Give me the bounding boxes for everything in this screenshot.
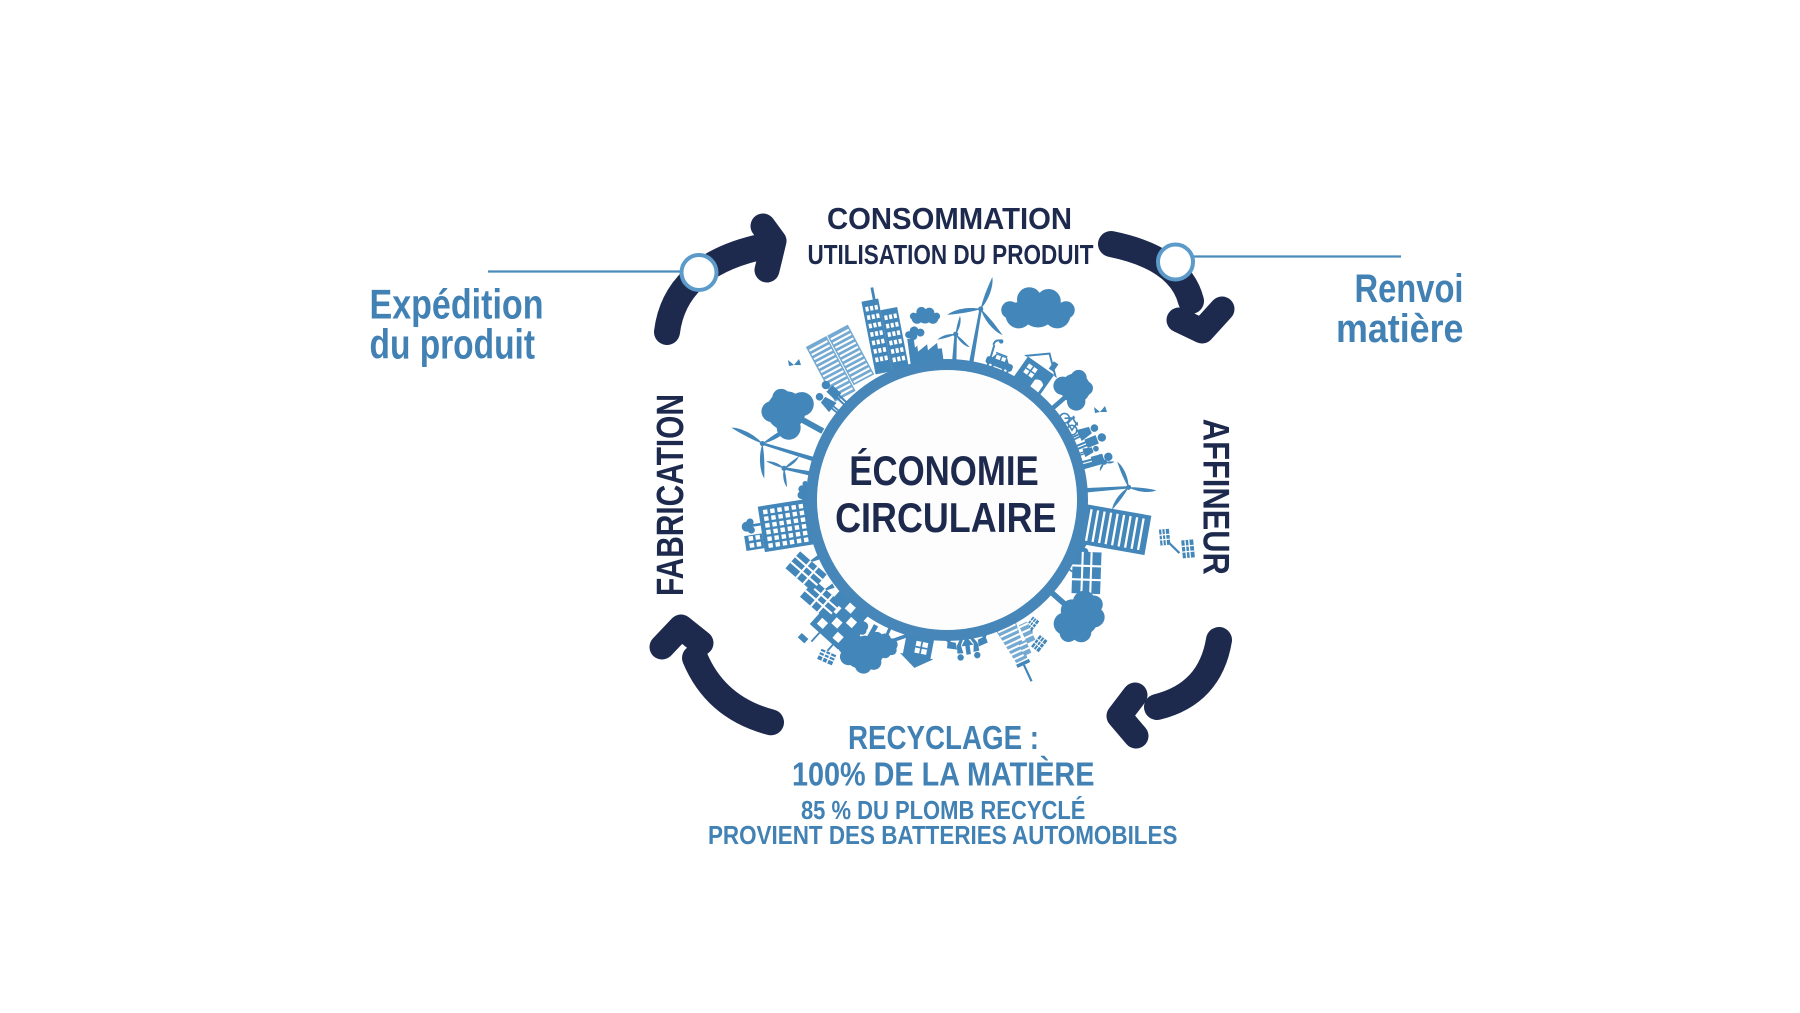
svg-text:du produit: du produit: [370, 321, 536, 368]
svg-text:RECYCLAGE :: RECYCLAGE :: [848, 719, 1039, 756]
svg-text:Renvoi: Renvoi: [1355, 267, 1464, 311]
svg-text:UTILISATION DU PRODUIT: UTILISATION DU PRODUIT: [808, 239, 1094, 270]
svg-text:Expédition: Expédition: [370, 281, 544, 328]
svg-text:CONSOMMATION: CONSOMMATION: [827, 202, 1072, 236]
svg-text:AFFINEUR: AFFINEUR: [1196, 419, 1237, 575]
svg-text:85 % DU PLOMB RECYCLÉ: 85 % DU PLOMB RECYCLÉ: [801, 795, 1086, 825]
svg-text:100% DE LA MATIÈRE: 100% DE LA MATIÈRE: [792, 756, 1095, 793]
svg-text:PROVIENT DES BATTERIES AUTOMOB: PROVIENT DES BATTERIES AUTOMOBILES: [708, 820, 1178, 850]
svg-text:matière: matière: [1336, 307, 1464, 351]
svg-text:FABRICATION: FABRICATION: [650, 394, 692, 596]
svg-text:CIRCULAIRE: CIRCULAIRE: [835, 495, 1056, 541]
svg-text:ÉCONOMIE: ÉCONOMIE: [849, 448, 1039, 494]
